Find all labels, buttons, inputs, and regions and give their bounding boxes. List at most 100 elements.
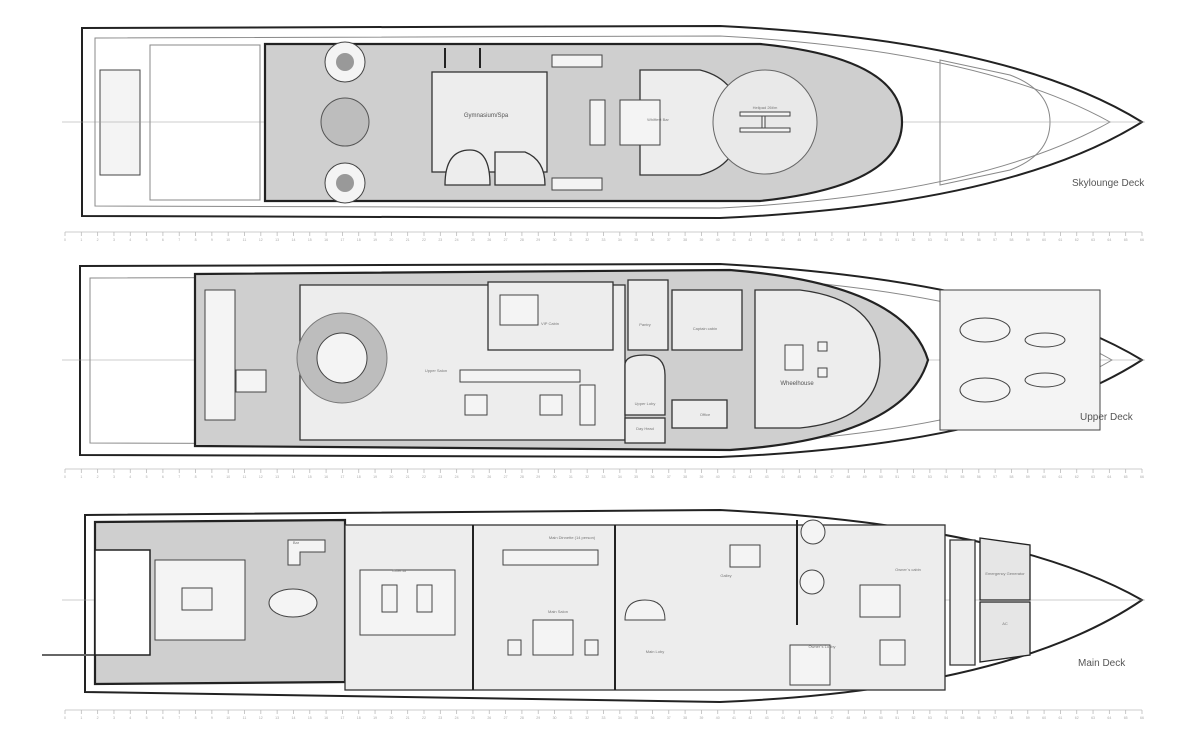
- ruler-tick-label: 16: [324, 238, 328, 242]
- ruler-tick-label: 39: [699, 238, 703, 242]
- ruler-tick-label: 59: [1026, 238, 1030, 242]
- ruler-tick-label: 34: [618, 238, 622, 242]
- coffee-table: [532, 619, 574, 656]
- ruler-tick-label: 49: [863, 238, 867, 242]
- ruler-tick-label: 56: [977, 238, 981, 242]
- ruler-tick-label: 8: [195, 475, 197, 479]
- ruler-tick-label: 41: [732, 475, 736, 479]
- ruler-tick-label: 52: [912, 716, 916, 720]
- ruler-tick-label: 21: [406, 716, 410, 720]
- ruler-tick-label: 38: [683, 716, 687, 720]
- ruler-tick-label: 2: [97, 238, 99, 242]
- ruler-tick-label: 61: [1058, 716, 1062, 720]
- ruler-tick-label: 24: [455, 238, 459, 242]
- ruler-tick-label: 7: [178, 716, 180, 720]
- ruler-tick-label: 41: [732, 238, 736, 242]
- ruler-tick-label: 33: [602, 475, 606, 479]
- round-skylight: [320, 97, 370, 147]
- ruler-tick-label: 46: [814, 475, 818, 479]
- deck-title-skylounge: Skylounge Deck: [1072, 178, 1145, 189]
- ruler-tick-label: 26: [487, 475, 491, 479]
- ruler-tick-label: 31: [569, 238, 573, 242]
- ruler-tick-label: 13: [275, 475, 279, 479]
- ruler-tick-label: 0: [64, 238, 66, 242]
- ruler-tick-label: 65: [1124, 238, 1128, 242]
- ruler-tick-label: 49: [863, 716, 867, 720]
- label-owners-cabin: Owner`s cabin: [895, 567, 921, 572]
- ruler-tick-label: 34: [618, 716, 622, 720]
- ruler-tick-label: 51: [895, 716, 899, 720]
- ruler-tick-label: 12: [259, 238, 263, 242]
- ruler-tick-label: 24: [455, 716, 459, 720]
- ruler-tick-label: 37: [667, 475, 671, 479]
- ruler-tick-label: 44: [781, 238, 785, 242]
- ruler-tick-label: 34: [618, 475, 622, 479]
- ruler-tick-label: 13: [275, 238, 279, 242]
- ruler-tick-label: 63: [1091, 238, 1095, 242]
- ruler-tick-label: 8: [195, 716, 197, 720]
- ruler-tick-label: 17: [340, 238, 344, 242]
- ruler-tick-label: 62: [1075, 475, 1079, 479]
- ruler-tick-label: 15: [308, 475, 312, 479]
- ruler-tick-label: 33: [602, 716, 606, 720]
- ruler-tick-label: 55: [961, 475, 965, 479]
- ruler-tick-label: 17: [340, 716, 344, 720]
- ruler-tick-label: 28: [520, 475, 524, 479]
- label-wheelhouse: Wheelhouse: [780, 381, 814, 387]
- ruler-tick-label: 26: [487, 716, 491, 720]
- ruler-tick-label: 36: [651, 238, 655, 242]
- ruler-tick-label: 42: [748, 716, 752, 720]
- ruler-tick-label: 14: [292, 238, 296, 242]
- ruler-tick-label: 10: [226, 238, 230, 242]
- label-helipad: Helipad 26t/m: [753, 105, 778, 110]
- ruler-tick-label: 47: [830, 475, 834, 479]
- ruler-tick-label: 56: [977, 475, 981, 479]
- ruler-tick-label: 36: [651, 716, 655, 720]
- pantry-room: [627, 279, 669, 351]
- ruler-tick-label: 9: [211, 475, 213, 479]
- ruler-tick-label: 62: [1075, 238, 1079, 242]
- ruler-tick-label: 4: [129, 716, 131, 720]
- bar-counter: [287, 539, 326, 566]
- cinema-sofa: [359, 569, 456, 636]
- ruler-tick-label: 35: [634, 475, 638, 479]
- ruler-tick-label: 47: [830, 238, 834, 242]
- ruler-tick-label: 53: [928, 716, 932, 720]
- ruler-tick-label: 16: [324, 475, 328, 479]
- ruler-tick-label: 26: [487, 238, 491, 242]
- ruler-tick-label: 44: [781, 475, 785, 479]
- ruler-tick-label: 40: [716, 238, 720, 242]
- tender-boat: [959, 317, 1011, 343]
- ruler-tick-label: 53: [928, 475, 932, 479]
- jetski: [1024, 372, 1066, 388]
- dining-table: [502, 549, 599, 566]
- ruler-tick-label: 1: [80, 238, 82, 242]
- round-dining-table: [316, 332, 368, 384]
- label-upper-lobby: Upper Loby: [635, 401, 656, 406]
- ruler-tick-label: 24: [455, 475, 459, 479]
- ruler-tick-label: 50: [879, 716, 883, 720]
- ruler-tick-label: 25: [471, 475, 475, 479]
- label-upper-salon: Upper Salon: [425, 368, 447, 373]
- ruler-tick-label: 45: [797, 716, 801, 720]
- ruler-tick-label: 6: [162, 238, 164, 242]
- label-gymnasium-spa: Gymnasium/Spa: [464, 113, 509, 119]
- ruler-tick-label: 14: [292, 716, 296, 720]
- ruler-tick-label: 56: [977, 716, 981, 720]
- ruler-tick-label: 4: [129, 238, 131, 242]
- ruler-tick-label: 58: [1010, 716, 1014, 720]
- ruler-tick-label: 43: [765, 716, 769, 720]
- ruler-tick-label: 22: [422, 716, 426, 720]
- ruler-tick-label: 40: [716, 475, 720, 479]
- ruler-tick-label: 10: [226, 475, 230, 479]
- wheelhouse-room: [754, 289, 881, 429]
- owner-bed: [859, 584, 901, 618]
- label-ac: AC: [1002, 621, 1008, 626]
- stern-platform: [99, 69, 141, 176]
- ruler-tick-label: 19: [373, 716, 377, 720]
- ruler-tick-label: 51: [895, 238, 899, 242]
- ruler-tick-label: 11: [243, 716, 247, 720]
- deck-title-upper: Upper Deck: [1080, 412, 1134, 423]
- ruler-tick-label: 38: [683, 475, 687, 479]
- ruler-tick-label: 29: [536, 475, 540, 479]
